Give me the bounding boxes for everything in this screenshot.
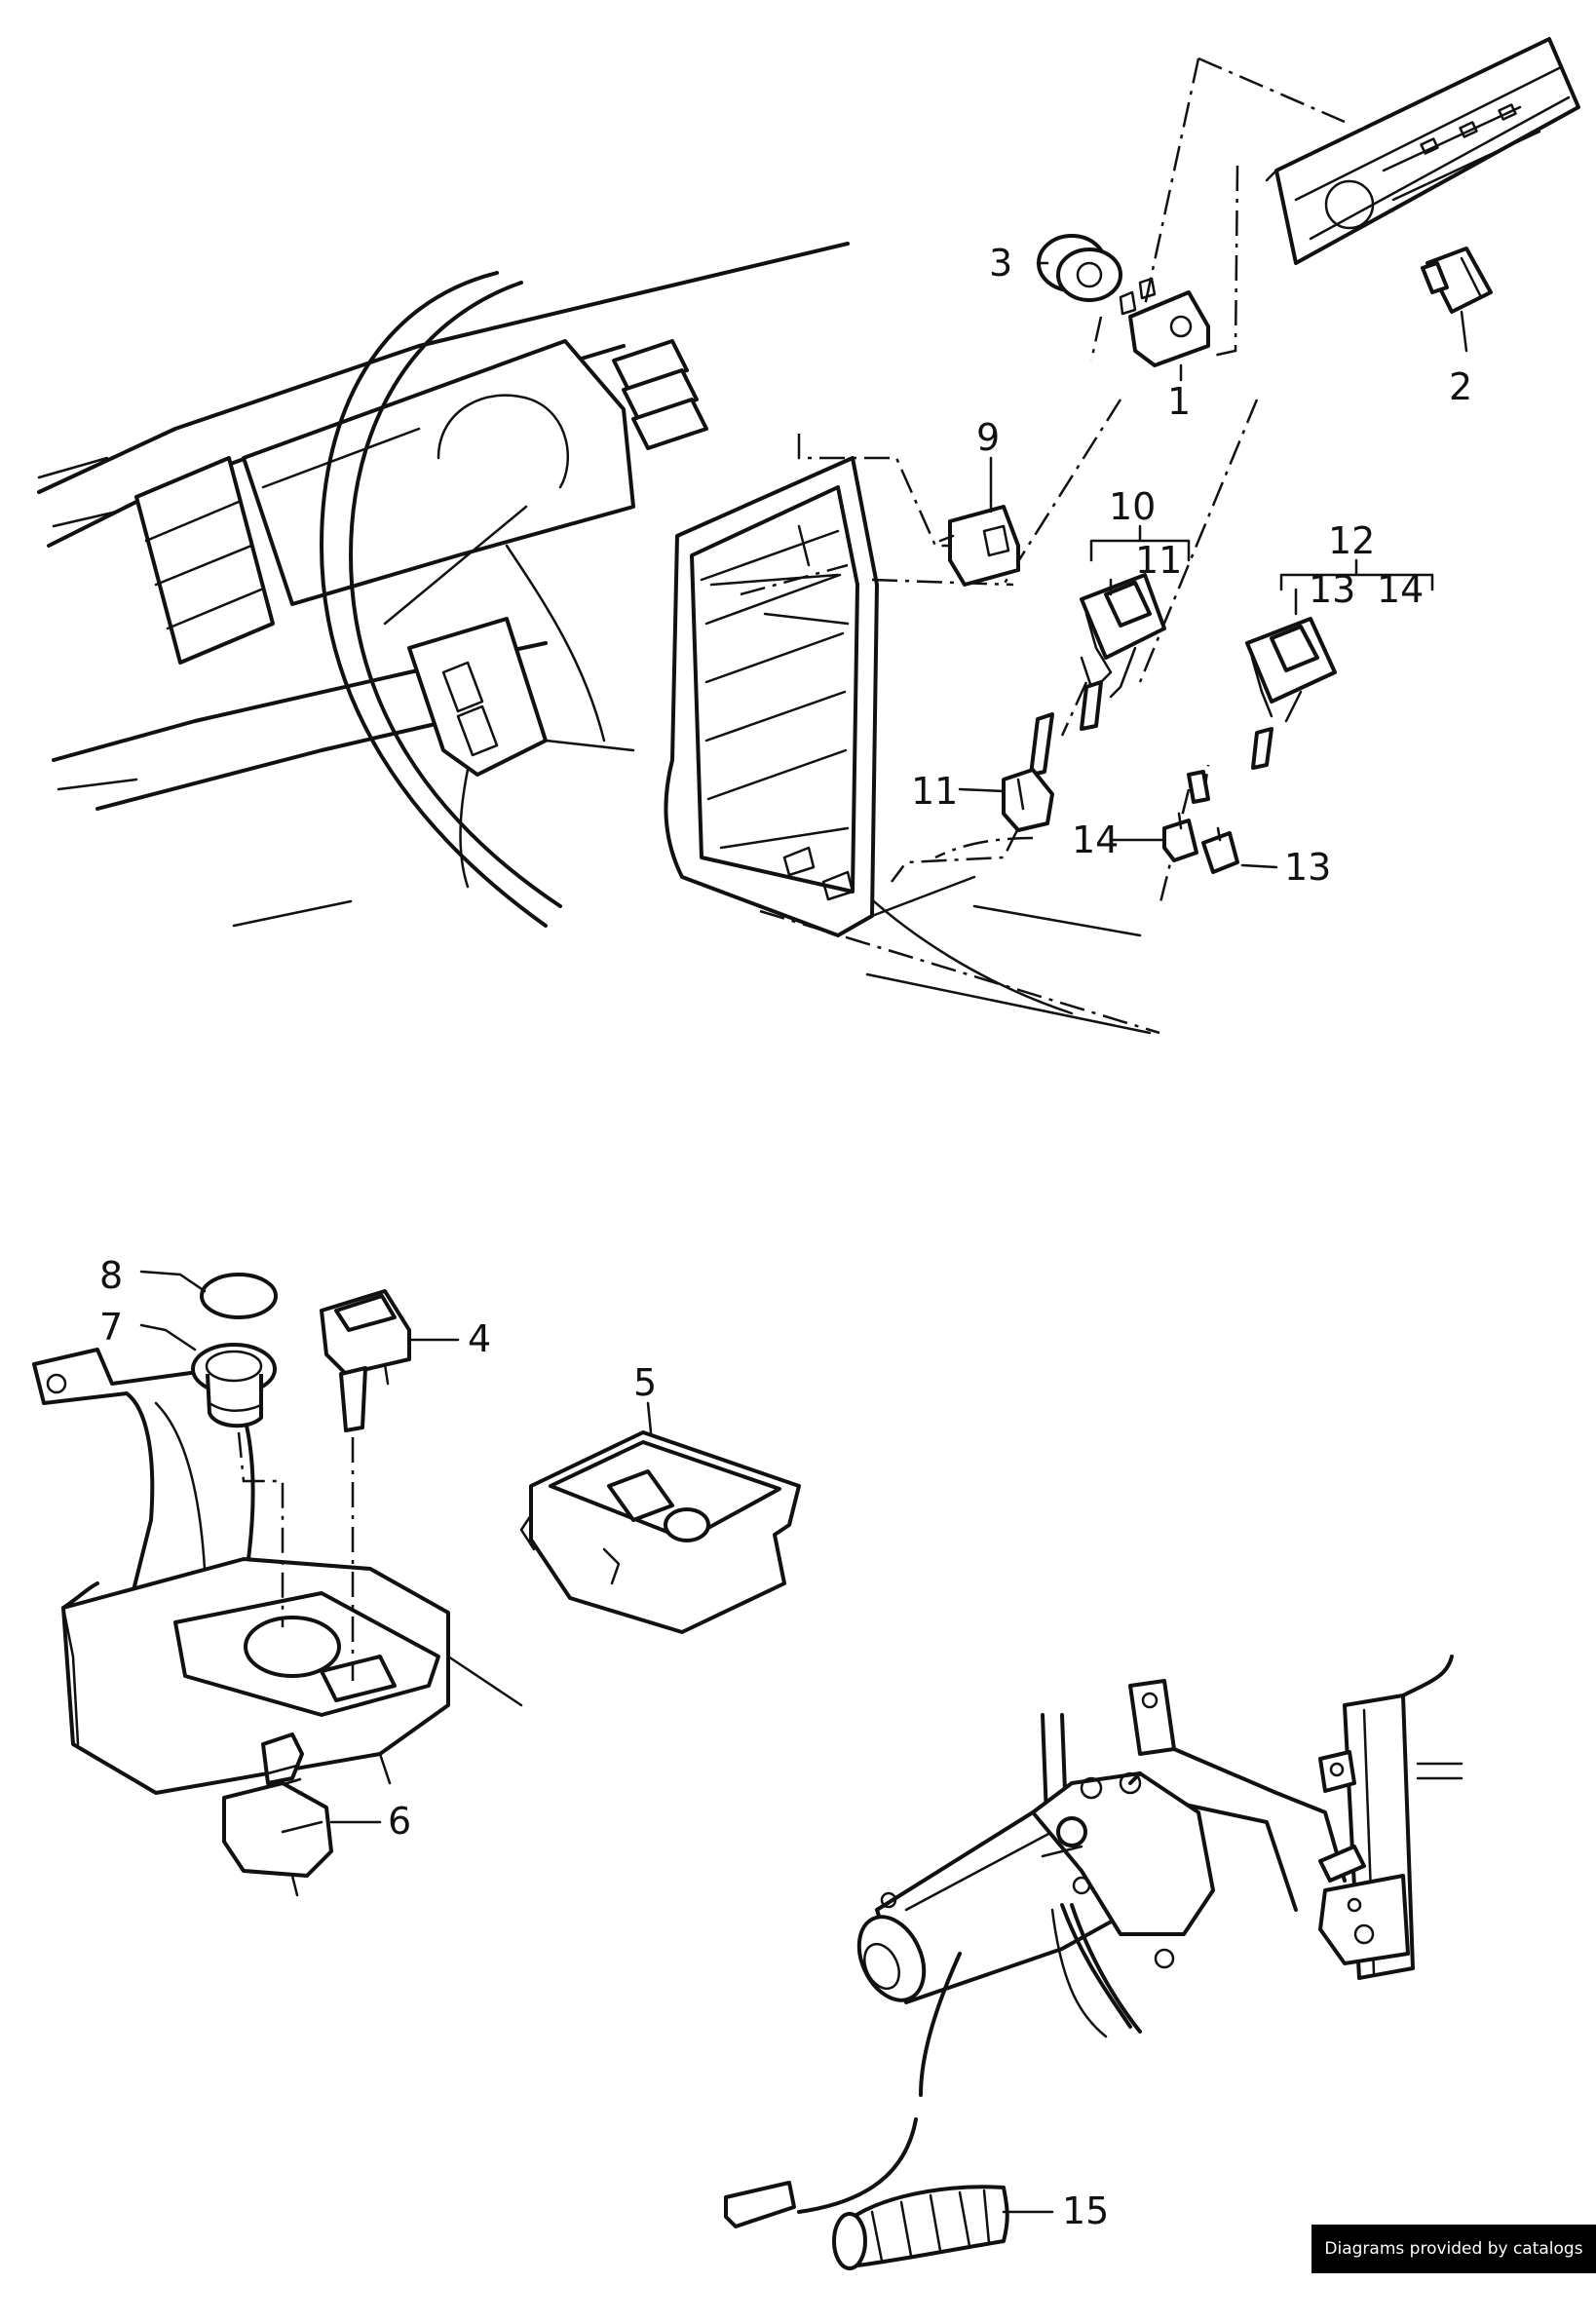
callout-11: 11 — [911, 770, 958, 813]
callout-9: 9 — [976, 416, 1000, 459]
console-illustration — [32, 1348, 523, 1795]
part-1-switch — [1119, 277, 1210, 367]
part-5-housing — [519, 1430, 801, 1634]
part-15-boot — [832, 2185, 1009, 2270]
callout-4: 4 — [468, 1317, 491, 1360]
heater-control-panel — [1197, 37, 1580, 265]
wiper-motor-illustration — [724, 1655, 1463, 2228]
callout-12: 12 — [1328, 519, 1375, 562]
parts-diagram: 1 2 3 9 10 11 12 13 14 11 14 13 8 7 4 5 … — [32, 37, 1580, 2270]
center-console-frame — [664, 456, 976, 937]
part-12-window-switch — [1187, 617, 1337, 804]
callout-8: 8 — [99, 1254, 123, 1297]
part-4-switch — [320, 1289, 411, 1432]
part-6-switch — [222, 1732, 333, 1897]
leader-lines-top — [740, 57, 1269, 907]
callout-brackets — [1089, 524, 1434, 616]
dashboard-illustration — [37, 242, 1160, 1035]
callout-15: 15 — [1062, 2189, 1109, 2232]
part-3-knob — [1037, 234, 1122, 302]
leader-lines-bottom-left — [237, 1431, 355, 1681]
part-11-connector — [1002, 768, 1054, 832]
callout-7: 7 — [99, 1306, 123, 1349]
part-7-socket — [191, 1343, 277, 1428]
callout-14: 14 — [1072, 818, 1119, 861]
callout-leaders — [139, 261, 1468, 2214]
callout-5: 5 — [633, 1361, 657, 1404]
part-13-connector — [1201, 826, 1239, 874]
callout-10: 10 — [1109, 485, 1156, 528]
part-10-window-switch — [1029, 573, 1166, 777]
callout-1: 1 — [1167, 380, 1191, 423]
part-14-connector — [1162, 812, 1198, 862]
part-2-bulb — [1421, 247, 1493, 314]
credit-badge: Diagrams provided by catalogs parts — [1311, 2225, 1596, 2307]
callout-3: 3 — [989, 242, 1012, 285]
callout-13: 13 — [1284, 846, 1331, 889]
callout-13-top: 13 — [1309, 568, 1355, 611]
part-9-relay — [938, 505, 1020, 587]
callout-14-top: 14 — [1377, 568, 1424, 611]
callout-11-top: 11 — [1135, 539, 1182, 582]
callout-2: 2 — [1449, 365, 1472, 408]
callout-6: 6 — [388, 1800, 411, 1843]
part-8-cap — [200, 1273, 278, 1319]
